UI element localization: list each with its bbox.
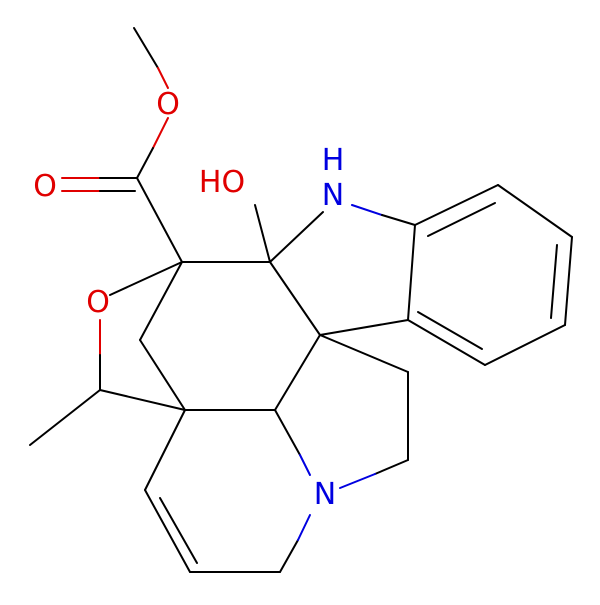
bond-c19-c18-double-outer [144,489,191,573]
ether-bridge-ring [29,261,186,446]
atom-labels: O O O HO H N N [33,87,344,512]
bond-c16-to-methylene [139,261,183,341]
bond-c13-c12-inner [427,202,496,237]
core-cage [181,204,409,489]
bond-c3-to-amine [279,539,299,573]
bond-c7-to-c6 [319,334,409,373]
bond-carbonyl-to-quaternary-carbon [136,177,183,263]
bond-c10-to-c9 [484,324,566,366]
bond-c2-to-c7 [269,261,321,336]
bond-nh-to-c13-blue [351,204,383,216]
bond-c12-to-c11 [497,184,573,238]
hydroxyl-label: HO [199,165,245,200]
bond-c16-to-ring-oxygen [109,261,183,296]
bond-ester-oxygen-to-carbonyl [136,147,154,179]
bond-c2-to-hydroxyl [254,204,271,263]
bond-c11-c10-inner [550,244,558,319]
bond-ester-oxygen-to-carbonyl-red [152,117,169,149]
bond-c20-to-c19 [144,409,186,491]
tertiary-amine-label: N [314,477,336,512]
bond-c21-to-amine-blue [299,454,311,476]
benzene-ring [319,184,573,366]
bond-nh-to-c13 [381,214,416,226]
methyl-ester-group [61,27,183,263]
nh-hydrogen-label: H [322,143,345,178]
bond-c21-to-amine [274,409,301,456]
ring-oxygen-label: O [86,285,110,320]
bond-c11-to-c10 [564,236,573,326]
bond-methyl-to-ester-oxygen [133,27,159,69]
bond-methyl-to-ester-oxygen-red [157,67,169,89]
nh-nitrogen-label: N [322,178,344,213]
bond-ch-to-methyl [29,389,101,446]
bond-ch-to-quaternary-c20 [99,389,186,411]
dihydropyridine-ring [144,409,311,573]
bond-c5-to-amine [374,459,409,475]
bond-c2-to-nh [269,211,324,263]
bond-c9-c8-inner [417,311,483,350]
bond-c13-to-c8 [407,224,416,321]
ester-ether-oxygen-label: O [156,87,180,122]
carbonyl-oxygen-label: O [33,169,57,204]
bond-c21-to-c7 [274,334,321,411]
bond-methylene-to-c20 [139,339,186,411]
bond-c7-to-c8 [319,319,409,336]
bond-c13-to-c12 [414,184,499,226]
bond-c3-to-amine-blue [297,514,311,541]
bond-c5-to-amine-blue [339,473,376,489]
bond-c19-c18-double-inner [159,497,198,564]
bond-c9-to-c8 [407,319,486,366]
